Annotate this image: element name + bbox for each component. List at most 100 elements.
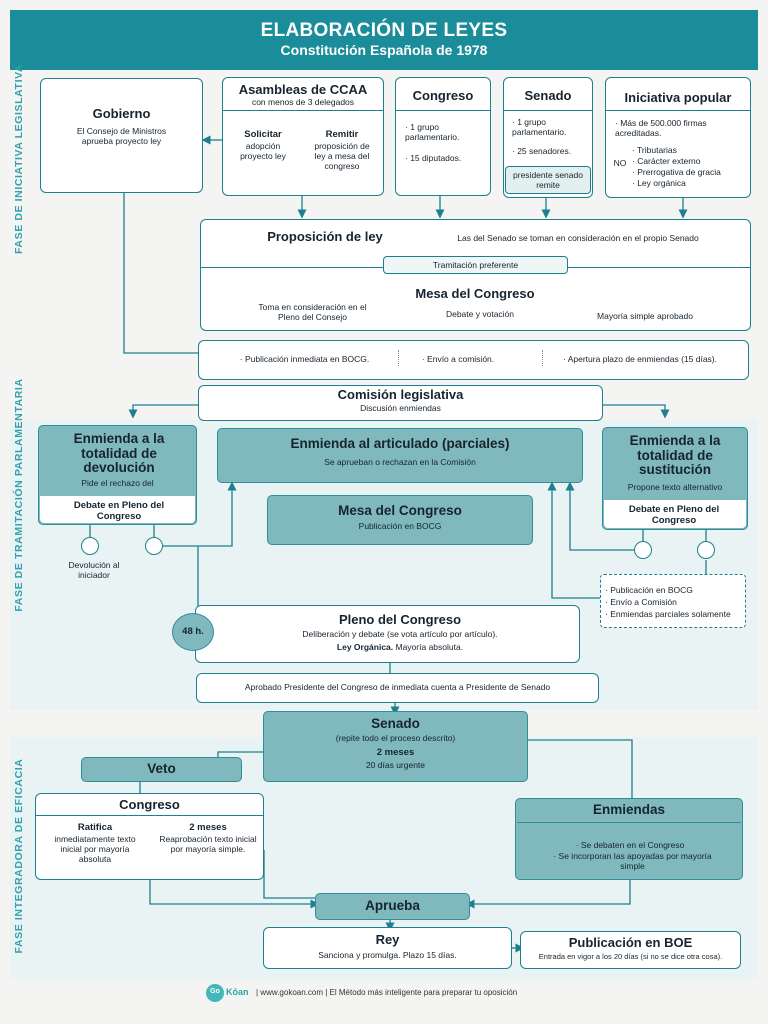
asambleas-divider bbox=[222, 110, 384, 111]
congreso-fin-col1-text: inmediatamente texto inicial por mayoría… bbox=[54, 834, 136, 865]
asambleas-subtitle: con menos de 3 delegados bbox=[251, 97, 355, 107]
veto-box bbox=[81, 757, 242, 782]
enm-sustitucion-debate: Debate en Pleno del Congreso bbox=[628, 504, 720, 527]
pleno-text: Deliberación y debate (se vota artículo … bbox=[302, 629, 498, 639]
aprobado-note: Aprobado Presidente del Congreso de inme… bbox=[244, 682, 551, 692]
publicacion-sep2 bbox=[542, 350, 543, 366]
aprobado-note-box bbox=[196, 673, 599, 703]
page-title: ELABORACIÓN DE LEYES bbox=[260, 20, 508, 41]
gobierno-box bbox=[40, 78, 203, 193]
senado-fin-title: Senado bbox=[371, 716, 420, 731]
senado-fin-text: (repite todo el proceso descrito) bbox=[335, 733, 456, 743]
congreso-ini-box bbox=[395, 77, 491, 196]
iniciativa-list-3: · Ley orgánica bbox=[632, 178, 686, 188]
enm-articulado-box bbox=[217, 428, 583, 483]
devolucion-circle-right bbox=[145, 537, 163, 555]
phase-label-legislativa: FASE DE INICIATIVA LEGISLATIVA bbox=[13, 63, 25, 254]
senado-ini-item1: · 1 grupo parlamentario. bbox=[512, 117, 567, 138]
sustitucion-circle-right bbox=[697, 541, 715, 559]
rey-title: Rey bbox=[375, 932, 400, 947]
enm-articulado-text: Se aprueban o rechazan en la Comisión bbox=[324, 457, 476, 467]
rey-text: Sanciona y promulga. Plazo 15 días. bbox=[318, 950, 457, 960]
boe-box bbox=[520, 931, 741, 969]
asambleas-col1-text: adopción proyecto ley bbox=[240, 141, 286, 162]
mesa-congreso2-box bbox=[267, 495, 533, 545]
proposicion-box bbox=[200, 219, 751, 331]
enmiendas-fin-title: Enmiendas bbox=[592, 802, 666, 817]
footer-text: | www.gokoan.com | El Método más intelig… bbox=[256, 988, 518, 997]
congreso-fin-box bbox=[35, 793, 264, 880]
senado-ini-item2: · 25 senadores. bbox=[512, 146, 572, 156]
rey-box bbox=[263, 927, 512, 969]
comision-title: Comisión legislativa bbox=[337, 387, 464, 402]
publicacion-item2: · Envío a comisión. bbox=[421, 354, 495, 364]
proposicion-toma: Toma en consideración en el Pleno del Co… bbox=[258, 302, 367, 323]
enmiendas-fin-item2: · Se incorporan las apoyadas por mayoría… bbox=[553, 851, 712, 872]
enm-devolucion-title: Enmienda a la totalidad de devolución bbox=[73, 431, 165, 476]
aprueba-box bbox=[315, 893, 470, 920]
senado-ini-note-box bbox=[505, 166, 591, 194]
tramitacion-pill bbox=[383, 256, 568, 274]
pleno-title: Pleno del Congreso bbox=[338, 612, 462, 627]
pleno-organica-bold: Ley Orgánica. bbox=[336, 642, 394, 652]
phase-label-eficacia: FASE INTEGRADORA DE EFICACIA bbox=[13, 758, 25, 954]
senado-ini-title: Senado bbox=[524, 88, 572, 103]
enm-sustitucion-title: Enmienda a la totalidad de sustitución bbox=[629, 433, 721, 478]
gobierno-title: Gobierno bbox=[92, 106, 151, 121]
publicacion-sep1 bbox=[398, 350, 399, 366]
senado-fin-urgente: 20 días urgente bbox=[365, 760, 426, 770]
congreso-ini-item1: · 1 grupo parlamentario. bbox=[405, 122, 460, 143]
header-bar bbox=[10, 10, 758, 70]
iniciativa-no: NO bbox=[613, 158, 627, 168]
aprueba-label: Aprueba bbox=[365, 898, 420, 913]
proposicion-senado-note: Las del Senado se toman en consideración… bbox=[457, 233, 699, 243]
enm-sustitucion-debate-bg bbox=[604, 500, 746, 528]
publicacion-item3: · Apertura plazo de enmiendas (15 días). bbox=[562, 354, 718, 364]
enm-devolucion-debate: Debate en Pleno del Congreso bbox=[73, 500, 165, 523]
publicacion-item1: · Publicación inmediata en BOCG. bbox=[239, 354, 370, 364]
veto-label: Veto bbox=[147, 761, 176, 776]
phase-label-parlamentaria: FASE DE TRAMITACIÓN PARLAMENTARIA bbox=[13, 378, 25, 612]
iniciativa-list-0: · Tributarias bbox=[632, 145, 677, 155]
asambleas-title: Asambleas de CCAA bbox=[238, 82, 368, 97]
gobierno-text: El Consejo de Ministros aprueba proyecto… bbox=[76, 126, 167, 147]
congreso-fin-col1-title: Ratifica bbox=[77, 822, 113, 833]
proposicion-title: Proposición de ley bbox=[267, 229, 383, 244]
enmiendas-fin-item1: · Se debaten en el Congreso bbox=[575, 840, 685, 850]
mesa-congreso2-text: Publicación en BOCG bbox=[358, 521, 442, 531]
congreso-fin-col2-text: Reaprobación texto inicial por mayoría s… bbox=[159, 834, 257, 855]
boe-text: Entrada en vigor a los 20 días (si no se… bbox=[538, 952, 723, 961]
publicacion-row-box bbox=[198, 340, 749, 380]
sustitucion-circle-left bbox=[634, 541, 652, 559]
pleno-organica-rest: Mayoría absoluta. bbox=[393, 642, 464, 652]
boe-title: Publicación en BOE bbox=[568, 935, 693, 950]
enm-devolucion-debate-bg bbox=[40, 496, 195, 523]
tramitacion-label: Tramitación preferente bbox=[432, 260, 519, 270]
dashed-list-item-1: · Envío a Comisión bbox=[605, 597, 677, 607]
iniciativa-list-1: · Carácter externo bbox=[632, 156, 701, 166]
enm-devolucion-result: Devolución al iniciador bbox=[68, 560, 120, 581]
enm-articulado-title: Enmienda al articulado (parciales) bbox=[290, 436, 510, 451]
enmiendas-fin-divider bbox=[517, 822, 741, 823]
footer-logo-mark: Go bbox=[210, 988, 220, 995]
page-subtitle: Constitución Española de 1978 bbox=[280, 42, 488, 58]
enm-sustitucion-text: Propone texto alternativo bbox=[627, 482, 723, 492]
pleno-box bbox=[195, 605, 580, 663]
iniciativa-divider bbox=[605, 110, 751, 111]
iniciativa-box bbox=[605, 77, 751, 198]
mesa-congreso2-title: Mesa del Congreso bbox=[338, 503, 462, 518]
congreso-fin-title: Congreso bbox=[119, 797, 180, 812]
congreso-fin-divider bbox=[35, 815, 264, 816]
senado-ini-divider bbox=[503, 110, 593, 111]
enmiendas-fin-box bbox=[515, 798, 743, 880]
asambleas-col2-title: Remitir bbox=[325, 129, 359, 140]
comision-text: Discusión enmiendas bbox=[360, 403, 441, 413]
asambleas-col1-title: Solicitar bbox=[244, 129, 282, 140]
senado-fin-meses: 2 meses bbox=[376, 747, 415, 758]
proposicion-mayoria: Mayoría simple aprobado bbox=[597, 311, 693, 321]
senado-ini-note: presidente senado remite bbox=[513, 170, 583, 191]
enm-devolucion-text: Pide el rechazo del bbox=[81, 478, 154, 488]
iniciativa-list-2: · Prerrogativa de gracia bbox=[632, 167, 721, 177]
footer-logo-icon bbox=[206, 984, 224, 1002]
congreso-ini-divider bbox=[395, 110, 491, 111]
